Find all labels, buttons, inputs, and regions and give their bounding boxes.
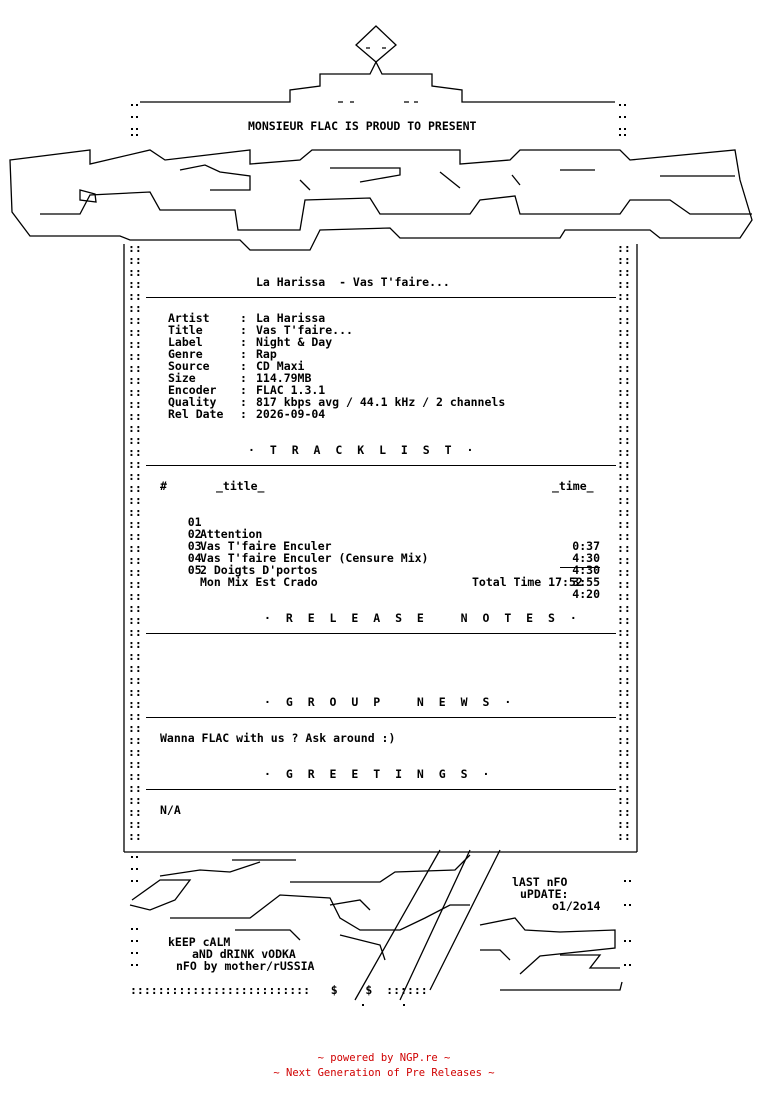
update-label: uPDATE: xyxy=(520,887,569,901)
track-num: 02 xyxy=(187,527,202,541)
top-left-rail xyxy=(131,104,138,136)
field-separators: : : : : : : : : : xyxy=(240,311,247,421)
divider xyxy=(146,789,616,790)
field-value: La Harissa xyxy=(256,311,326,325)
track-row: 05 Mon Mix Est Crado 4:20 xyxy=(160,552,600,612)
bottom-dots: :::::::::::::::::::::::::: $ $ :::::: xyxy=(130,983,428,997)
field-value: 2026-09-04 xyxy=(256,407,326,421)
field-value: CD Maxi xyxy=(256,359,305,373)
greetings-heading: · G R E E T I N G S · xyxy=(264,767,494,781)
track-time: 0:37 xyxy=(572,539,600,553)
group-news-text: Wanna FLAC with us ? Ask around :) xyxy=(160,731,396,745)
track-title: Vas T'faire Enculer (Censure Mix) xyxy=(200,551,429,565)
field-label: Title xyxy=(168,323,203,337)
bottom-right-rail xyxy=(624,880,631,966)
slogan-line-2: aND dRINK vODKA xyxy=(192,947,296,961)
divider xyxy=(146,465,616,466)
content-box xyxy=(123,244,638,853)
bottom-logo xyxy=(129,849,623,1001)
col-title-header: _title_ xyxy=(216,479,265,493)
top-right-rail xyxy=(619,104,626,136)
total-time: Total Time 17:52 xyxy=(472,575,583,589)
tracklist-heading: · T R A C K L I S T · xyxy=(248,443,478,457)
slogan-line-1: kEEP cALM xyxy=(168,935,231,949)
field-value: Vas T'faire... xyxy=(256,323,353,337)
field-label: Genre xyxy=(168,347,203,361)
bottom-left-rail xyxy=(131,856,138,966)
update-date: o1/2o14 xyxy=(552,899,601,913)
presents-title: MONSIEUR FLAC IS PROUD TO PRESENT xyxy=(248,119,477,133)
footer-tagline: ~ Next Generation of Pre Releases ~ xyxy=(273,1067,495,1079)
track-time: 4:20 xyxy=(572,587,600,601)
total-underline xyxy=(560,567,600,568)
divider xyxy=(146,717,616,718)
content-right-rail: :: :: :: :: :: :: :: :: :: :: :: :: :: :… xyxy=(617,241,631,843)
field-label: Size xyxy=(168,371,196,385)
track-row: 01 Attention 0:37 xyxy=(160,504,600,564)
field-label: Quality xyxy=(168,395,217,409)
field-value: Rap xyxy=(256,347,277,361)
track-time: 3:55 xyxy=(572,575,600,589)
diamond-ornament xyxy=(355,25,397,63)
divider xyxy=(146,297,616,298)
track-time: 4:30 xyxy=(572,551,600,565)
field-value: 817 kbps avg / 44.1 kHz / 2 channels xyxy=(256,395,506,409)
col-num-header: # xyxy=(160,479,167,493)
track-num: 03 xyxy=(187,539,202,553)
release-heading: La Harissa - Vas T'faire... xyxy=(256,275,450,289)
group-logo xyxy=(9,149,753,251)
field-label: Label xyxy=(168,335,203,349)
powered-by: ~ powered by NGP.re ~ xyxy=(317,1052,451,1064)
group-news-heading: · G R O U P N E W S · xyxy=(264,695,516,709)
track-title: Vas T'faire Enculer xyxy=(200,539,332,553)
field-label: Source xyxy=(168,359,210,373)
track-num: 01 xyxy=(187,515,202,529)
field-value: FLAC 1.3.1 xyxy=(256,383,326,397)
field-label: Artist xyxy=(168,311,210,325)
nfo-credit: nFO by mother/rUSSIA xyxy=(176,959,315,973)
col-time-header: _time_ xyxy=(552,479,594,493)
track-title: 2 Doigts D'portos xyxy=(200,563,318,577)
content-left-rail: :: :: :: :: :: :: :: :: :: :: :: :: :: :… xyxy=(128,241,142,843)
last-nfo-label: lAST nFO xyxy=(512,875,568,889)
track-num: 05 xyxy=(187,563,202,577)
notes-heading: · R E L E A S E N O T E S · xyxy=(264,611,581,625)
field-label: Rel Date xyxy=(168,407,224,421)
track-row: 04 2 Doigts D'portos 3:55 xyxy=(160,540,600,600)
divider xyxy=(146,633,616,634)
track-title: Mon Mix Est Crado xyxy=(200,575,318,589)
field-value: Night & Day xyxy=(256,335,333,349)
track-num: 04 xyxy=(187,551,202,565)
field-label: Encoder xyxy=(168,383,217,397)
greetings-text: N/A xyxy=(160,803,181,817)
track-title: Attention xyxy=(200,527,263,541)
field-value: 114.79MB xyxy=(256,371,312,385)
track-row: 02 Vas T'faire Enculer 4:30 xyxy=(160,516,600,576)
